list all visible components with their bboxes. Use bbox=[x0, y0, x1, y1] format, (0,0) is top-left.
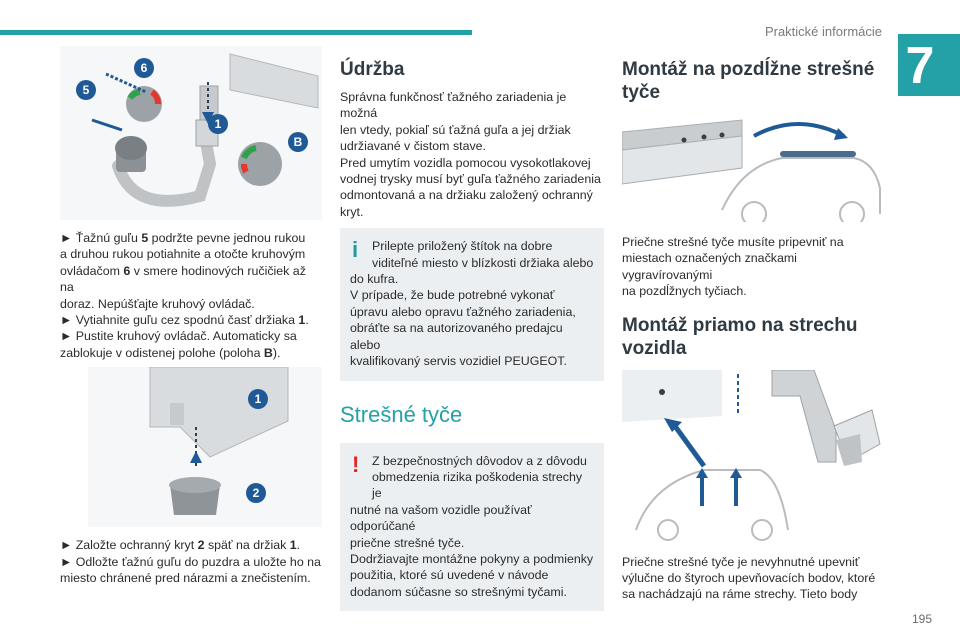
column-middle: Údržba Správna funkčnosť ťažného zariade… bbox=[340, 46, 604, 612]
roof-mount-paragraph: Priečne strešné tyče je nevyhnutné upevn… bbox=[622, 554, 876, 602]
tow-ball-removal-illustration: 6 5 1 B bbox=[60, 46, 322, 220]
maintenance-paragraph: Správna funkčnosť ťažného zariadenia je … bbox=[340, 90, 601, 219]
longitudinal-bars-paragraph: Priečne strešné tyče musíte pripevniť na… bbox=[622, 235, 844, 299]
step-pull-ball: ► Vytiahnite guľu cez spodnú časť držiak… bbox=[60, 313, 309, 328]
info-box: i Prilepte priložený štítok na dobre vid… bbox=[340, 228, 604, 381]
chapter-number: 7 bbox=[905, 37, 935, 95]
column-left: 6 5 1 B ► Ťažnú guľu 5 podržte pevne jed… bbox=[60, 46, 322, 586]
warning-box: ! Z bezpečnostných dôvodov a z dôvodu ob… bbox=[340, 442, 604, 612]
roof-bars-title: Strešné tyče bbox=[340, 401, 463, 427]
roof-mount-illustration bbox=[622, 369, 881, 541]
step-store-ball: ► Odložte ťažnú guľu do puzdra a uložte … bbox=[60, 554, 321, 586]
step-refit-cover: ► Založte ochranný kryt 2 späť na držiak… bbox=[60, 538, 301, 553]
fig1-label-5: 5 bbox=[83, 83, 90, 97]
fig1-label-B: B bbox=[294, 135, 303, 149]
header-accent-bar bbox=[0, 30, 472, 35]
page-number: 195 bbox=[911, 612, 932, 626]
info-icon: i bbox=[352, 237, 359, 263]
warning-icon: ! bbox=[352, 451, 360, 477]
section-header: Praktické informácie bbox=[764, 24, 882, 39]
step-hold-ball: ► Ťažnú guľu 5 podržte pevne jednou ruko… bbox=[60, 231, 306, 311]
protective-cover-illustration: 1 2 bbox=[88, 367, 322, 528]
longitudinal-bars-illustration bbox=[622, 119, 881, 222]
fig1-label-6: 6 bbox=[141, 61, 148, 75]
maintenance-title: Údržba bbox=[340, 59, 405, 80]
chapter-tab: 7 bbox=[898, 34, 960, 96]
fig2-label-2: 2 bbox=[253, 486, 260, 500]
step-release-knob: ► Pustite kruhový ovládač. Automaticky s… bbox=[60, 329, 297, 360]
fig2-label-1: 1 bbox=[255, 392, 262, 406]
fig1-label-1: 1 bbox=[215, 117, 222, 131]
